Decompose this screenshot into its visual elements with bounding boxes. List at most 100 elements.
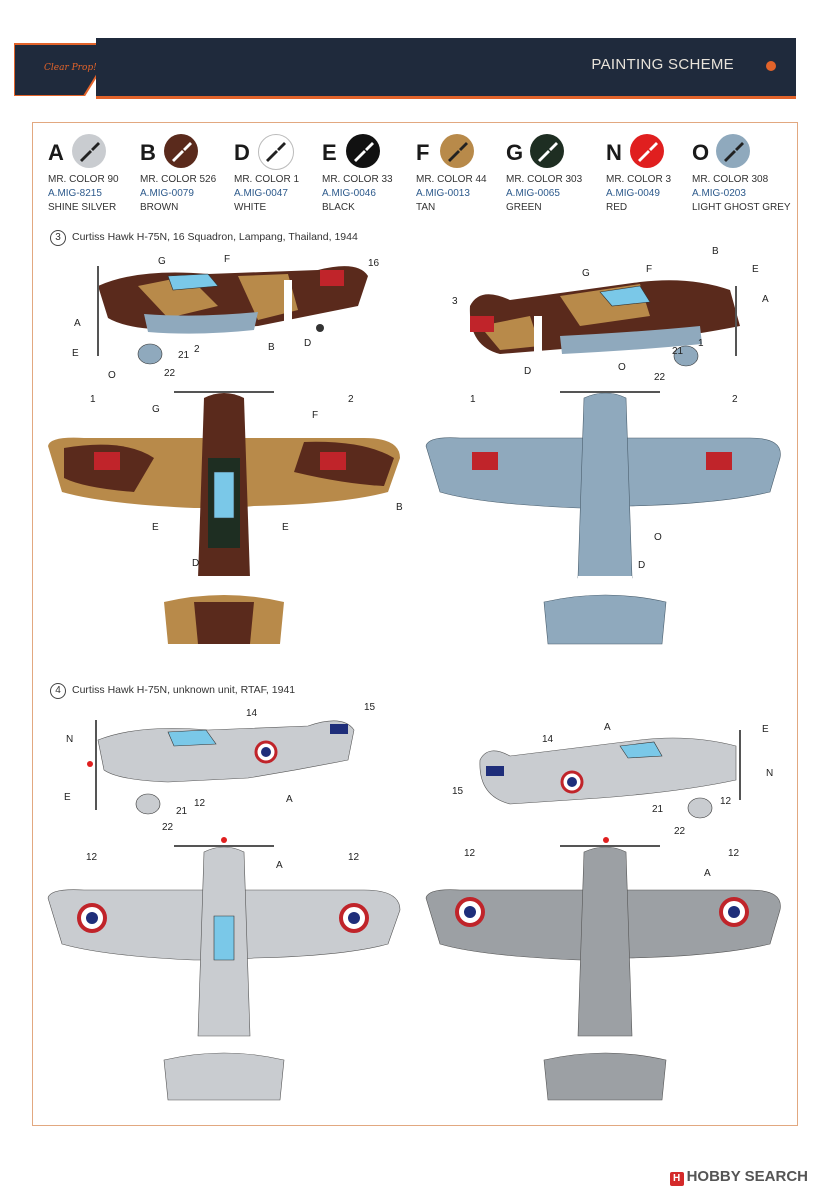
- swatch-mig-code: A.MIG-0013: [416, 188, 470, 199]
- callout-12: 12: [86, 852, 98, 863]
- callout-A: A: [762, 294, 769, 305]
- swatch-letter: G: [506, 140, 524, 165]
- callout-D: D: [304, 338, 311, 349]
- swatch-mr-code: MR. COLOR 1: [234, 174, 300, 185]
- callout-D: D: [192, 558, 199, 569]
- swatch-o: O MR. COLOR 308 A.MIG-0203 LIGHT GHOST G…: [692, 134, 791, 224]
- brush-icon: [172, 142, 192, 162]
- callout-E: E: [72, 348, 79, 359]
- brush-icon: [448, 142, 468, 162]
- callout-12: 12: [464, 848, 476, 859]
- swatch-g: G MR. COLOR 303 A.MIG-0065 GREEN: [506, 134, 598, 224]
- callout-14: 14: [246, 708, 258, 719]
- swatch-mig-code: A.MIG-0047: [234, 188, 288, 199]
- callout-3: 3: [452, 296, 458, 307]
- callout-N: N: [766, 768, 773, 779]
- callout-21: 21: [176, 806, 188, 817]
- swatch-letter: N: [606, 140, 622, 165]
- callout-12: 12: [728, 848, 740, 859]
- callout-N: N: [632, 836, 639, 837]
- swatch-mig-code: A.MIG-0203: [692, 188, 746, 199]
- callout-E: E: [752, 264, 759, 275]
- scheme-4-left-side-view: 15 14 N E 12 A 21 22: [64, 702, 376, 833]
- callout-22: 22: [654, 372, 666, 383]
- swatch-color-name: BLACK: [322, 202, 355, 213]
- swatch-mr-code: MR. COLOR 526: [140, 174, 217, 185]
- callout-F: F: [312, 410, 318, 421]
- swatch-color-name: WHITE: [234, 202, 267, 213]
- scheme-3-right-side-view: B G F E A 3 1 21 O D 22: [452, 246, 769, 383]
- callout-N: N: [248, 836, 255, 837]
- swatch-n: N MR. COLOR 3 A.MIG-0049 RED: [606, 134, 698, 224]
- brush-icon: [638, 142, 658, 162]
- swatch-letter: D: [234, 140, 250, 165]
- swatch-letter: E: [322, 140, 337, 165]
- callout-12: 12: [348, 852, 360, 863]
- swatch-color-name: RED: [606, 202, 628, 213]
- callout-21: 21: [652, 804, 664, 815]
- callout-21: 21: [672, 346, 684, 357]
- swatch-mr-code: MR. COLOR 33: [322, 174, 393, 185]
- callout-B: B: [712, 246, 719, 257]
- callout-12: 12: [720, 796, 732, 807]
- callout-N: N: [66, 734, 73, 745]
- scheme-3-left-side-view: G F 16 A E 21 2 B D O 22: [72, 254, 380, 381]
- callout-O: O: [654, 532, 662, 543]
- swatch-f: F MR. COLOR 44 A.MIG-0013 TAN: [416, 134, 508, 224]
- callout-G: G: [158, 256, 166, 267]
- callout-15: 15: [452, 786, 464, 797]
- callout-F: F: [224, 254, 230, 265]
- swatch-mig-code: A.MIG-0079: [140, 188, 194, 199]
- callout-E: E: [282, 522, 289, 533]
- swatch-color-name: BROWN: [140, 202, 179, 213]
- callout-A: A: [276, 860, 283, 871]
- swatch-mr-code: MR. COLOR 44: [416, 174, 487, 185]
- content-frame: [32, 122, 798, 1126]
- scheme-4-top-view: N A 12 12: [47, 836, 401, 1101]
- swatch-e: E MR. COLOR 33 A.MIG-0046 BLACK: [322, 134, 414, 224]
- callout-B: B: [268, 342, 275, 353]
- callout-1: 1: [90, 394, 96, 405]
- swatch-mig-code: A.MIG-0065: [506, 188, 560, 199]
- swatch-color-name: LIGHT GHOST GREY: [692, 202, 791, 213]
- hobby-search-logo-icon: H: [669, 1172, 684, 1186]
- callout-1: 1: [470, 394, 476, 405]
- callout-16: 16: [368, 258, 380, 269]
- scheme-3-bottom-view: 1 2 O D: [425, 391, 781, 645]
- scheme-number: 3: [50, 230, 66, 246]
- callout-1: 1: [698, 338, 704, 349]
- header-dot-icon: [766, 61, 776, 71]
- scheme-title-text: Curtiss Hawk H-75N, unknown unit, RTAF, …: [72, 684, 296, 696]
- callout-B: B: [396, 502, 403, 513]
- color-swatches: A MR. COLOR 90 A.MIG-8215 SHINE SILVER B…: [48, 134, 791, 224]
- swatch-color-name: SHINE SILVER: [48, 202, 117, 213]
- callout-2: 2: [194, 344, 200, 355]
- swatch-d: D MR. COLOR 1 A.MIG-0047 WHITE: [234, 134, 326, 224]
- callout-22: 22: [162, 822, 174, 833]
- callout-14: 14: [542, 734, 554, 745]
- swatch-letter: B: [140, 140, 156, 165]
- callout-22: 22: [164, 368, 176, 379]
- page-header: PAINTING SCHEME: [96, 38, 796, 99]
- callout-F: F: [646, 264, 652, 275]
- logo-text: Clear Prop!: [44, 63, 97, 73]
- swatch-letter: A: [48, 140, 64, 165]
- scheme-4-right-side-view: A E 14 N 15 12 21 22: [452, 722, 773, 835]
- swatch-mig-code: A.MIG-0049: [606, 188, 660, 199]
- callout-D: D: [638, 560, 645, 571]
- callout-E: E: [152, 522, 159, 533]
- callout-G: G: [582, 268, 590, 279]
- swatch-letter: F: [416, 140, 430, 165]
- swatch-mig-code: A.MIG-8215: [48, 188, 102, 199]
- brush-icon: [538, 142, 558, 162]
- callout-E: E: [762, 724, 769, 735]
- callout-O: O: [108, 370, 116, 381]
- callout-A: A: [286, 794, 293, 805]
- swatch-mig-code: A.MIG-0046: [322, 188, 376, 199]
- swatch-letter: O: [692, 140, 710, 165]
- callout-12: 12: [194, 798, 206, 809]
- callout-D: D: [524, 366, 531, 377]
- callout-A: A: [74, 318, 81, 329]
